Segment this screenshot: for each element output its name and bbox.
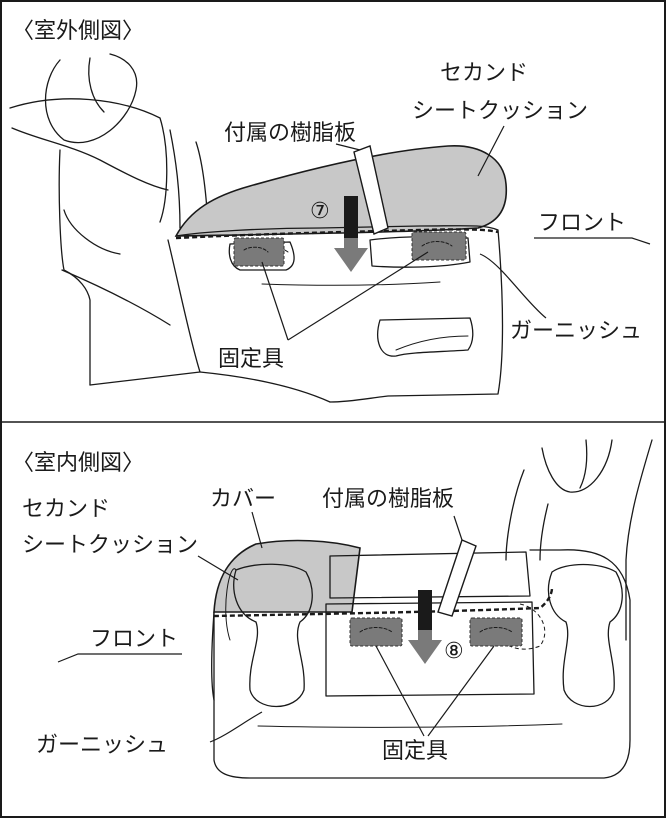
exterior-resin-plate bbox=[353, 145, 389, 235]
exterior-leader-resin bbox=[335, 143, 361, 151]
interior-leader-garnish bbox=[209, 711, 263, 743]
interior-leader-fastener-right bbox=[427, 645, 495, 737]
exterior-leader-cushion bbox=[477, 125, 505, 177]
exterior-front-arrow bbox=[534, 237, 651, 245]
interior-front-seat-outline bbox=[505, 439, 653, 641]
interior-view-panel: 〈室内側図〉 bbox=[12, 439, 653, 779]
second-seat-cushion bbox=[174, 145, 508, 237]
interior-insert-arrow bbox=[408, 590, 442, 664]
interior-fastener-left bbox=[349, 617, 403, 647]
interior-label-resin-plate: 付属の樹脂板 bbox=[322, 487, 454, 512]
exterior-label-fastener: 固定具 bbox=[218, 347, 284, 372]
interior-leader-resin bbox=[453, 515, 463, 541]
interior-view-title: 〈室内側図〉 bbox=[12, 451, 144, 476]
interior-leader-cushion bbox=[197, 555, 239, 581]
interior-resin-plate bbox=[437, 539, 477, 617]
exterior-step-number: ⑦ bbox=[310, 199, 330, 224]
interior-label-garnish: ガーニッシュ bbox=[36, 733, 168, 758]
interior-leader-fastener-left bbox=[375, 645, 425, 737]
exterior-seam-dashed-line bbox=[175, 228, 499, 240]
exterior-view-title: 〈室外側図〉 bbox=[12, 19, 144, 44]
exterior-label-second-cushion-2: シートクッション bbox=[412, 99, 588, 124]
interior-label-front: フロント bbox=[90, 627, 178, 652]
exterior-leader-fastener-right bbox=[287, 251, 429, 341]
front-seat-outline bbox=[9, 53, 209, 386]
exterior-label-second-cushion-1: セカンド bbox=[440, 61, 528, 86]
exterior-fastener-right bbox=[411, 231, 467, 261]
interior-seam-dashed-line bbox=[213, 587, 554, 618]
interior-fastener-right bbox=[469, 617, 523, 647]
exterior-label-resin-plate: 付属の樹脂板 bbox=[224, 121, 356, 146]
exterior-insert-arrow bbox=[334, 196, 368, 272]
interior-leader-cover bbox=[251, 511, 263, 549]
exterior-leader-fastener-left bbox=[261, 261, 289, 341]
interior-step-number: ⑧ bbox=[444, 639, 464, 664]
interior-label-fastener: 固定具 bbox=[382, 739, 448, 764]
exterior-fastener-left bbox=[233, 237, 285, 267]
exterior-leader-garnish bbox=[479, 253, 547, 319]
exterior-label-garnish: ガーニッシュ bbox=[510, 319, 642, 344]
interior-label-second-cushion-2: シートクッション bbox=[22, 533, 198, 558]
exterior-view-panel: 〈室外側図〉 bbox=[9, 19, 651, 403]
interior-front-arrow bbox=[57, 653, 182, 663]
interior-label-second-cushion-1: セカンド bbox=[22, 497, 110, 522]
exterior-label-front: フロント bbox=[538, 211, 626, 236]
garnish-body bbox=[89, 225, 504, 403]
interior-label-cover: カバー bbox=[210, 487, 276, 512]
